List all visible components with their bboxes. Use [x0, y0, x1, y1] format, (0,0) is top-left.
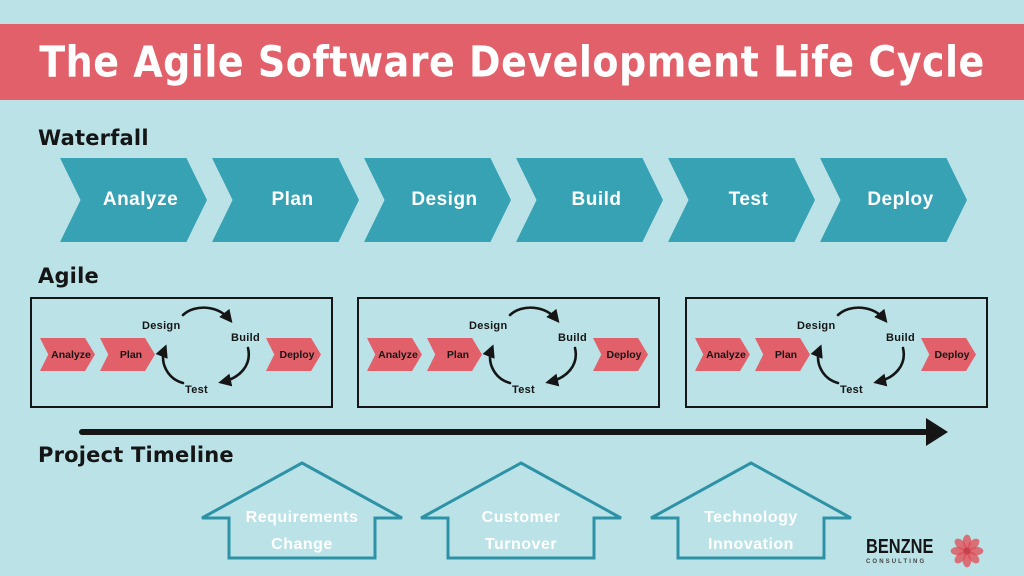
cycle-arrows-icon	[155, 306, 251, 387]
agile-step-deploy: Deploy	[266, 338, 321, 371]
timeline-arrowhead-icon	[926, 418, 948, 446]
cycle-arrows-icon	[482, 306, 578, 387]
agile-step-label: Analyze	[51, 348, 91, 361]
agile-iteration-box-2: Analyze Plan Design Build Test Deploy	[357, 297, 660, 408]
agile-step-deploy: Deploy	[593, 338, 648, 371]
event-label: Requirements Change	[200, 504, 404, 558]
agile-step-label: Deploy	[279, 348, 315, 361]
cycle-step-test: Test	[185, 384, 209, 396]
agile-step-deploy: Deploy	[921, 338, 976, 371]
event-label-line1: Customer	[481, 509, 561, 526]
waterfall-step-label: Deploy	[867, 189, 934, 210]
waterfall-step-label: Plan	[271, 189, 314, 210]
cycle-step-build: Build	[231, 332, 260, 344]
waterfall-step-deploy: Deploy	[820, 158, 967, 242]
waterfall-step-label: Design	[411, 189, 478, 210]
logo-name: BENZNE	[866, 536, 934, 558]
event-requirements-change: Requirements Change	[200, 461, 404, 560]
waterfall-step-label: Analyze	[102, 189, 179, 210]
agile-step-label: Deploy	[606, 348, 642, 361]
waterfall-step-label: Test	[728, 189, 769, 210]
agile-iteration-box-3: Analyze Plan Design Build Test Deploy	[685, 297, 988, 408]
flower-icon	[950, 534, 984, 568]
waterfall-step-build: Build	[516, 158, 663, 242]
up-arrow-shape-icon	[420, 461, 622, 560]
page-title: The Agile Software Development Life Cycl…	[39, 37, 985, 87]
logo-tagline: CONSULTING	[866, 559, 927, 565]
agile-step-label: Plan	[446, 348, 470, 361]
event-label-line2: Innovation	[708, 536, 794, 553]
cycle-step-design: Design	[797, 320, 836, 332]
event-technology-innovation: Technology Innovation	[649, 461, 853, 560]
cycle-step-design: Design	[142, 320, 181, 332]
up-arrow-shape-icon	[201, 461, 403, 560]
agile-step-analyze: Analyze	[695, 338, 750, 371]
timeline-arrow	[79, 429, 928, 435]
waterfall-step-design: Design	[364, 158, 511, 242]
agile-step-label: Plan	[119, 348, 143, 361]
cycle-step-design: Design	[469, 320, 508, 332]
agile-step-label: Deploy	[934, 348, 970, 361]
benzne-logo: BENZNE CONSULTING	[866, 534, 984, 568]
waterfall-step-test: Test	[668, 158, 815, 242]
cycle-arrows-icon	[810, 306, 906, 387]
event-label: Technology Innovation	[649, 504, 853, 558]
event-label-line2: Change	[271, 536, 333, 553]
agile-step-label: Plan	[774, 348, 798, 361]
event-label: Customer Turnover	[419, 504, 623, 558]
waterfall-step-label: Build	[571, 189, 622, 210]
event-label-line1: Requirements	[245, 509, 359, 526]
timeline-label: Project Timeline	[38, 443, 234, 467]
waterfall-process-row: Analyze Plan Design Build Test Deploy	[60, 158, 967, 242]
agile-step-plan: Plan	[427, 338, 482, 371]
cycle-step-test: Test	[840, 384, 864, 396]
cycle-step-build: Build	[886, 332, 915, 344]
event-label-line2: Turnover	[484, 536, 558, 553]
agile-iteration-box-1: Analyze Plan Design Build Test Deploy	[30, 297, 333, 408]
cycle-step-test: Test	[512, 384, 536, 396]
agile-step-analyze: Analyze	[367, 338, 422, 371]
cycle-step-build: Build	[558, 332, 587, 344]
title-banner: The Agile Software Development Life Cycl…	[0, 24, 1024, 100]
agile-step-analyze: Analyze	[40, 338, 95, 371]
logo-text: BENZNE CONSULTING	[866, 537, 948, 565]
agile-section-label: Agile	[38, 264, 99, 288]
agile-step-label: Analyze	[378, 348, 418, 361]
waterfall-step-analyze: Analyze	[60, 158, 207, 242]
agile-step-label: Analyze	[706, 348, 746, 361]
up-arrow-shape-icon	[650, 461, 852, 560]
event-label-line1: Technology	[704, 509, 798, 526]
agile-step-plan: Plan	[755, 338, 810, 371]
waterfall-section-label: Waterfall	[38, 126, 149, 150]
agile-step-plan: Plan	[100, 338, 155, 371]
event-customer-turnover: Customer Turnover	[419, 461, 623, 560]
waterfall-step-plan: Plan	[212, 158, 359, 242]
